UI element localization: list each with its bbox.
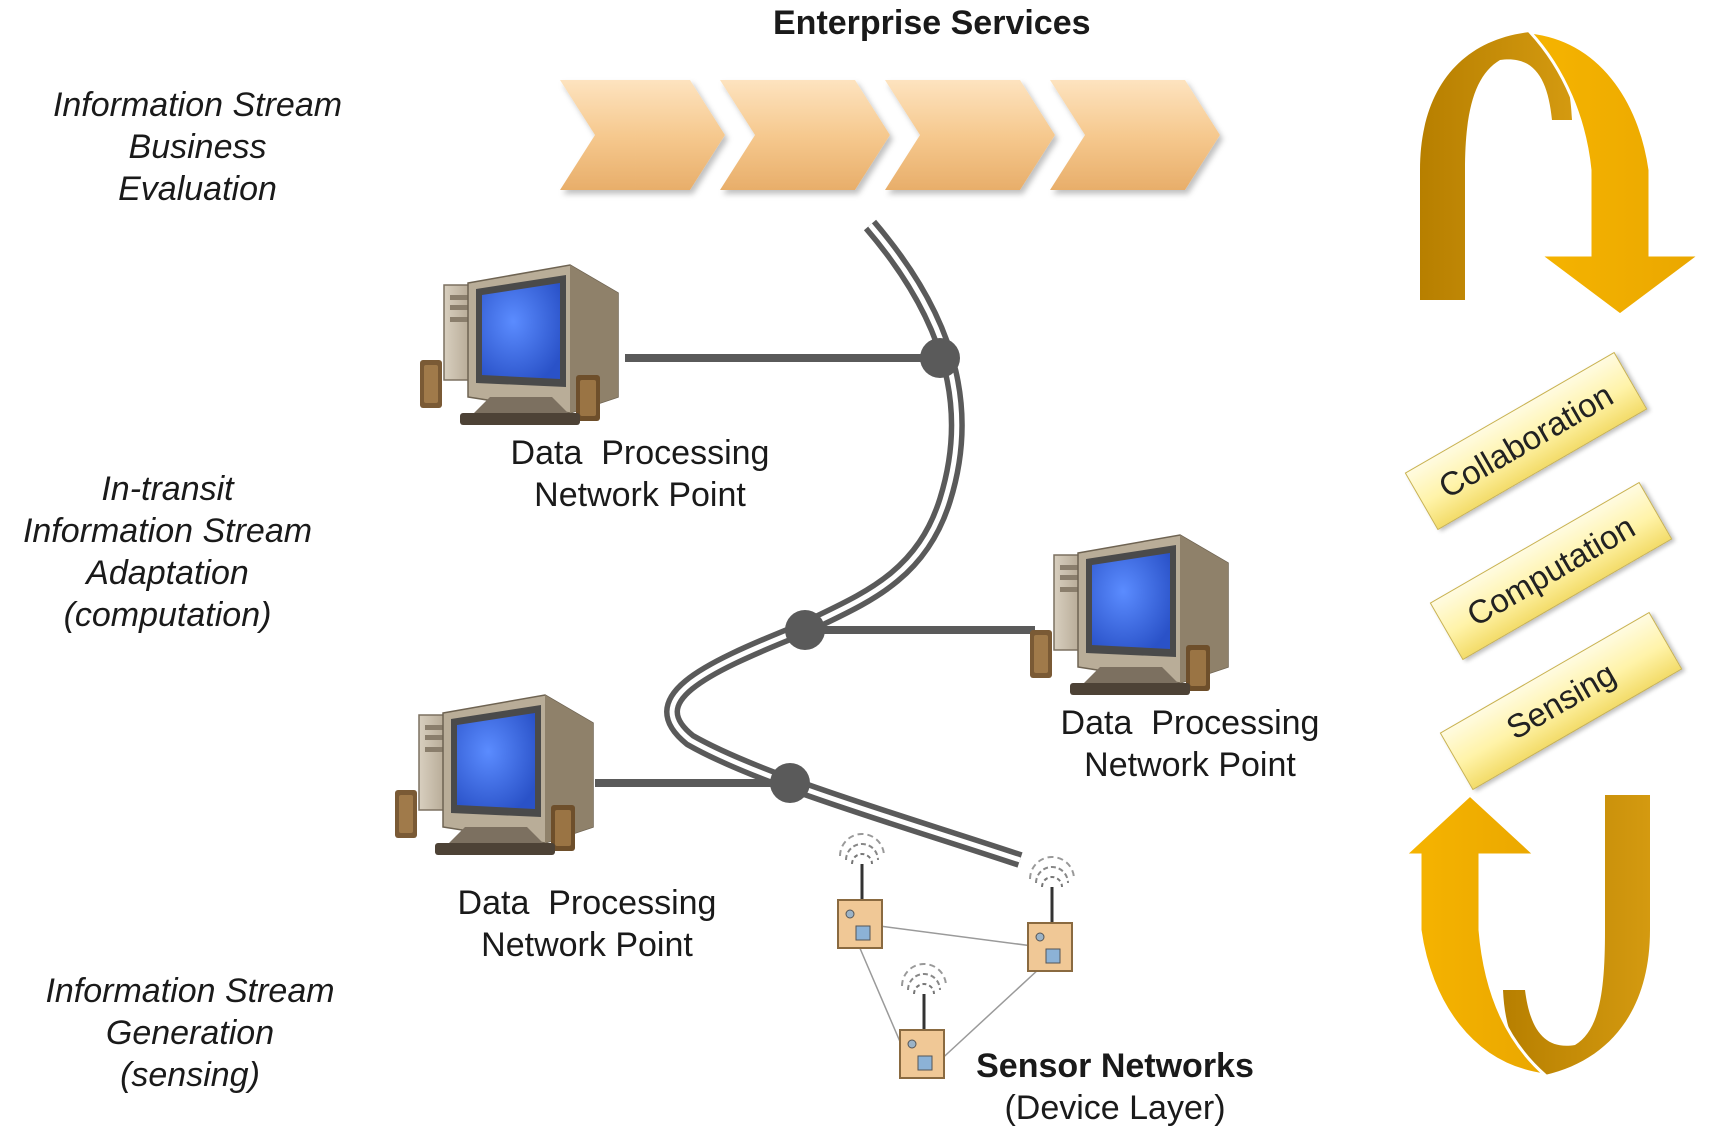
enterprise-services-chevrons (560, 80, 1220, 190)
node-label-1: Data Processing Network Point (510, 434, 770, 514)
chevron-1 (560, 80, 725, 190)
chevron-2 (720, 80, 890, 190)
cycle-arrow-bottom (1401, 792, 1650, 1078)
sensor-icon-3 (898, 962, 948, 1080)
cycle-arrow-top (1420, 30, 1705, 317)
node-label-2: Data Processing Network Point (1060, 704, 1320, 784)
sensor-network-label: Sensor Networks (Device Layer) (960, 1045, 1270, 1129)
label-business-evaluation: Information Stream Business Evaluation (52, 86, 343, 208)
chevron-3 (885, 80, 1055, 190)
junction-1 (920, 338, 960, 378)
computer-icon-2 (1029, 534, 1229, 696)
enterprise-services-title: Enterprise Services (773, 4, 1091, 42)
sensor-icon-1 (836, 832, 886, 950)
node-label-3: Data Processing Network Point (457, 884, 717, 964)
information-stream (664, 219, 1023, 868)
junction-3 (770, 763, 810, 803)
sensor-network-subtitle: (Device Layer) (1004, 1089, 1226, 1127)
sensor-network-title: Sensor Networks (976, 1047, 1254, 1085)
chevron-4 (1050, 80, 1220, 190)
junction-2 (785, 610, 825, 650)
computer-icon-1 (419, 264, 619, 426)
computer-icon-3 (394, 694, 594, 856)
label-in-transit-adaptation: In-transit Information Stream Adaptation… (22, 470, 313, 634)
label-stream-generation: Information Stream Generation (sensing) (45, 972, 335, 1094)
sensor-icon-2 (1026, 855, 1076, 973)
